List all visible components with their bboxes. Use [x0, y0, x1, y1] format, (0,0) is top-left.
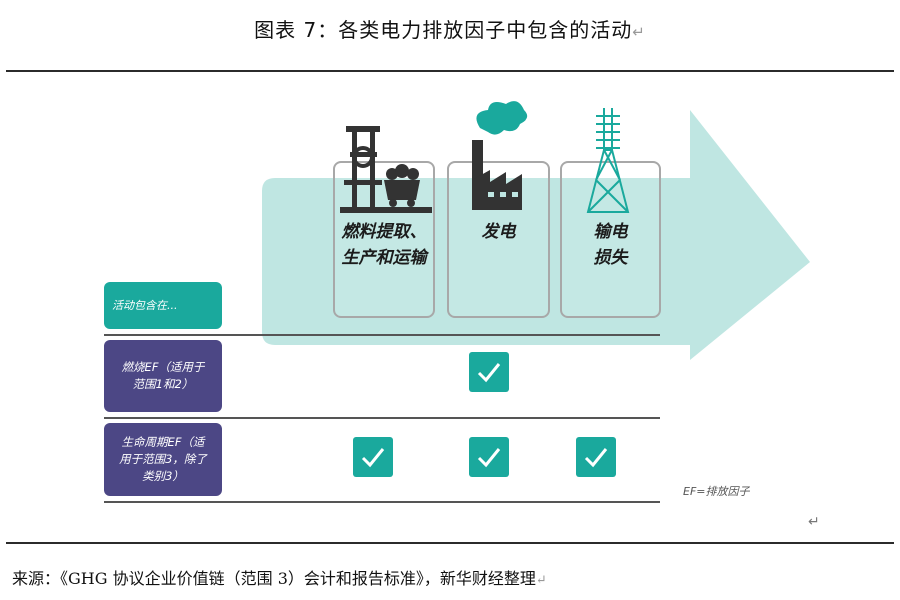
check-lifecycle-generation [469, 437, 509, 477]
checkmark-icon [361, 448, 385, 468]
ef-note: EF=排放因子 [683, 485, 750, 498]
figure-title-text: 图表 7：各类电力排放因子中包含的活动 [254, 18, 633, 42]
source-text: 来源：《GHG 协议企业价值链（范围 3）会计和报告标准》，新华财经整理 [12, 569, 536, 588]
column-label-fuel: 燃料提取、 生产和运输 [341, 222, 427, 268]
return-mark-source: ↵ [535, 573, 547, 588]
bottom-rule [6, 542, 894, 544]
row-separator [104, 501, 660, 503]
row-label-combustion-ef: 燃烧EF（适用于 范围1和2） [104, 340, 222, 412]
process-arrow-shape [262, 110, 810, 360]
row-separator [104, 334, 660, 336]
column-label-generation: 发电 [481, 222, 516, 242]
top-rule [6, 70, 894, 72]
check-combustion-generation [469, 352, 509, 392]
return-mark-title: ↵ [632, 23, 646, 41]
checkmark-icon [477, 448, 501, 468]
figure-title: 图表 7：各类电力排放因子中包含的活动↵ [0, 14, 900, 43]
row-separator [104, 417, 660, 419]
checkmark-icon [477, 363, 501, 383]
row-label-lifecycle-ef: 生命周期EF（适 用于范围3，除了 类别3） [104, 423, 222, 496]
source-note: 来源：《GHG 协议企业价值链（范围 3）会计和报告标准》，新华财经整理↵ [12, 565, 547, 589]
check-lifecycle-fuel [353, 437, 393, 477]
return-mark: ↵ [808, 514, 820, 530]
checkmark-icon [584, 448, 608, 468]
column-label-transmission: 输电 损失 [593, 222, 628, 268]
check-lifecycle-transmission [576, 437, 616, 477]
row-label-activities: 活动包含在... [104, 282, 222, 329]
